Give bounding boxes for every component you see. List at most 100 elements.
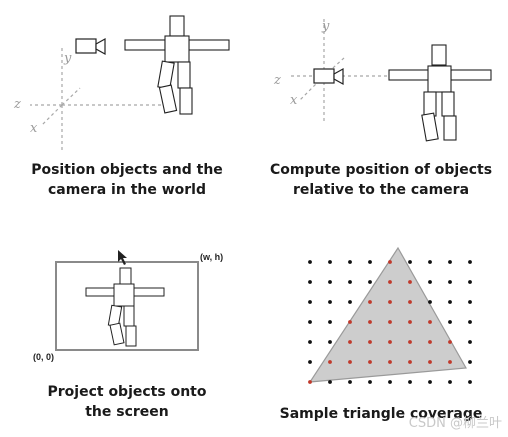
sample-point-covered [348, 320, 352, 324]
panel-screen-projection: (w, h) (0, 0) [33, 250, 223, 362]
robot-figure [124, 15, 230, 115]
sample-point-uncovered [408, 380, 412, 384]
sample-point-covered [348, 340, 352, 344]
sample-point-uncovered [328, 260, 332, 264]
caption-triangle-coverage: Sample triangle coverage [254, 404, 508, 424]
caption-world-space: Position objects and the camera in the w… [0, 160, 254, 200]
sample-point-covered [388, 280, 392, 284]
sample-point-covered [388, 340, 392, 344]
robot-figure [388, 44, 492, 142]
sample-point-covered [428, 340, 432, 344]
sample-point-uncovered [428, 260, 432, 264]
sample-point-uncovered [368, 380, 372, 384]
z-axis-label: z [273, 73, 281, 88]
sample-point-covered [388, 300, 392, 304]
caption-screen-projection: Project objects onto the screen [0, 382, 254, 422]
sample-point-uncovered [328, 320, 332, 324]
caption-line: Compute position of objects [269, 162, 493, 178]
sample-point-covered [328, 360, 332, 364]
caption-line: Position objects and the [31, 162, 223, 178]
sample-point-uncovered [468, 340, 472, 344]
sample-point-uncovered [308, 300, 312, 304]
sample-point-uncovered [368, 260, 372, 264]
world-axes [30, 45, 175, 150]
sample-point-covered [408, 360, 412, 364]
sample-point-uncovered [308, 280, 312, 284]
z-axis-label: z [13, 97, 21, 112]
sample-point-uncovered [348, 300, 352, 304]
watermark: CSDN @柳兰叶 [408, 416, 502, 431]
sample-point-uncovered [428, 380, 432, 384]
sample-point-covered [368, 360, 372, 364]
sample-point-uncovered [348, 280, 352, 284]
screen-corner-origin: (0, 0) [33, 352, 54, 362]
projected-robot [85, 267, 165, 347]
sample-point-uncovered [328, 340, 332, 344]
x-axis-line [41, 104, 63, 126]
sample-point-uncovered [448, 320, 452, 324]
sample-point-uncovered [468, 280, 472, 284]
x-axis-label: x [30, 121, 38, 136]
caption-line: Project objects onto [47, 384, 207, 400]
caption-line: relative to the camera [292, 182, 470, 198]
x-axis-neg [323, 57, 345, 77]
sample-point-covered [428, 320, 432, 324]
sample-point-uncovered [348, 380, 352, 384]
sample-point-uncovered [388, 380, 392, 384]
caption-line: camera in the world [48, 182, 206, 198]
sample-point-uncovered [328, 300, 332, 304]
sample-point-uncovered [468, 320, 472, 324]
sample-point-covered [308, 380, 312, 384]
x-axis-label: x [290, 93, 298, 108]
sample-point-covered [448, 340, 452, 344]
sample-point-covered [388, 320, 392, 324]
sample-point-uncovered [468, 300, 472, 304]
sample-point-uncovered [468, 260, 472, 264]
panel-world-space: y z x [13, 15, 230, 150]
panel-triangle-coverage [308, 246, 472, 384]
y-axis-label: y [63, 51, 72, 66]
x-axis-neg [61, 87, 81, 106]
sample-point-uncovered [428, 280, 432, 284]
sample-point-uncovered [368, 280, 372, 284]
coverage-triangle [308, 246, 467, 383]
sample-point-uncovered [448, 380, 452, 384]
camera-icon [313, 67, 344, 86]
panel-camera-space: y z x [273, 18, 492, 142]
sample-point-covered [448, 360, 452, 364]
caption-line: the screen [85, 404, 169, 420]
sample-point-covered [388, 360, 392, 364]
sample-point-covered [348, 360, 352, 364]
screen-corner-wh: (w, h) [200, 252, 223, 262]
camera-icon [75, 37, 106, 56]
sample-point-covered [408, 300, 412, 304]
sample-point-uncovered [308, 320, 312, 324]
sample-point-uncovered [308, 360, 312, 364]
sample-point-covered [428, 360, 432, 364]
sample-point-uncovered [428, 300, 432, 304]
sample-grid [308, 260, 472, 384]
sample-point-covered [408, 280, 412, 284]
camera-axes [290, 18, 394, 122]
sample-point-uncovered [328, 380, 332, 384]
caption-camera-space: Compute position of objects relative to … [254, 160, 508, 200]
sample-point-covered [408, 320, 412, 324]
sample-point-uncovered [448, 300, 452, 304]
caption-line: Sample triangle coverage [279, 406, 483, 422]
sample-point-uncovered [328, 280, 332, 284]
sample-point-covered [368, 340, 372, 344]
sample-point-uncovered [448, 280, 452, 284]
sample-point-uncovered [308, 260, 312, 264]
sample-point-uncovered [408, 260, 412, 264]
sample-point-covered [388, 260, 392, 264]
sample-point-uncovered [468, 380, 472, 384]
sample-point-covered [408, 340, 412, 344]
mouse-cursor-icon [118, 250, 127, 265]
y-axis-label: y [321, 19, 330, 34]
sample-point-covered [368, 320, 372, 324]
sample-point-uncovered [468, 360, 472, 364]
sample-point-covered [368, 300, 372, 304]
sample-point-uncovered [348, 260, 352, 264]
sample-point-uncovered [308, 340, 312, 344]
sample-point-uncovered [448, 260, 452, 264]
